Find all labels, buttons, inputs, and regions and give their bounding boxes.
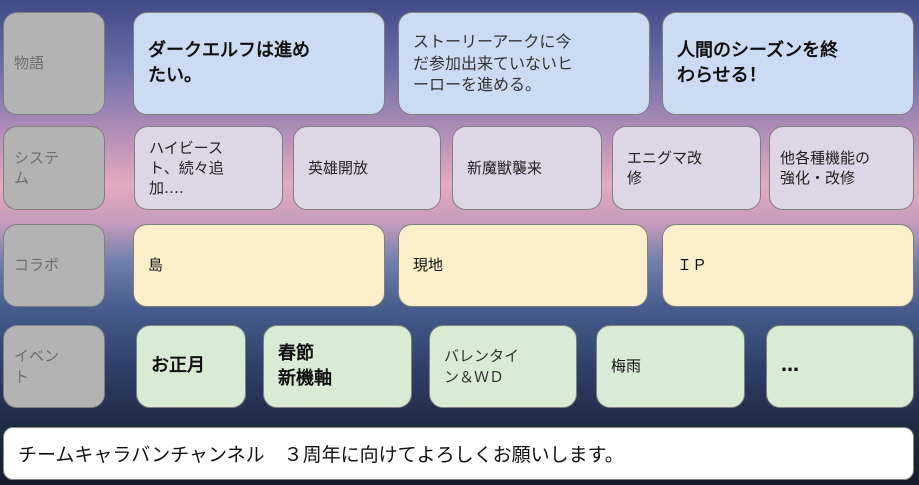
footer-text: チームキャラバンチャンネル ３周年に向けてよろしくお願いします。 [18, 444, 624, 466]
label-text: 物語 [14, 54, 45, 73]
card-text: 島 [148, 256, 164, 275]
card-text: ハイビース ト、続々追 加…. [149, 138, 224, 198]
story-card: ストーリーアークに今 だ参加出来ていないヒ ーローを進める。 [398, 12, 650, 115]
event-card: … [766, 325, 914, 408]
label-text: イベン ト [14, 347, 60, 386]
event-card: 春節 新機軸 [263, 325, 412, 408]
collab-card: ＩＰ [662, 224, 914, 307]
card-text: エニグマ改 修 [627, 148, 703, 187]
system-card: エニグマ改 修 [612, 126, 761, 210]
row-label-collab: コラボ [3, 224, 105, 307]
card-text: 現地 [413, 256, 444, 275]
label-text: システ ム [14, 148, 60, 187]
card-text: バレンタイ ン＆ＷＤ [444, 347, 520, 386]
card-text: お正月 [151, 355, 205, 377]
label-text: コラボ [14, 256, 60, 275]
story-card: 人間のシーズンを終 わらせる！ [662, 12, 914, 115]
footer-banner: チームキャラバンチャンネル ３周年に向けてよろしくお願いします。 [3, 427, 914, 480]
card-text: 梅雨 [611, 357, 642, 376]
card-text: ストーリーアークに今 だ参加出来ていないヒ ーローを進める。 [413, 32, 574, 95]
event-card: 梅雨 [596, 325, 745, 408]
collab-card: 島 [133, 224, 385, 307]
card-text: 英雄開放 [308, 158, 369, 177]
row-label-system: システ ム [3, 126, 105, 210]
system-card: 他各種機能の 強化・改修 [769, 126, 914, 210]
row-label-event: イベン ト [3, 325, 105, 408]
story-card: ダークエルフは進め たい。 [133, 12, 385, 115]
card-text: 新魔獣襲来 [467, 158, 543, 177]
card-text: ＩＰ [677, 256, 708, 275]
system-card: ハイビース ト、続々追 加…. [134, 126, 283, 210]
card-text: … [781, 355, 799, 377]
card-text: 春節 新機軸 [278, 343, 332, 389]
event-card: バレンタイ ン＆ＷＤ [429, 325, 577, 408]
card-text: ダークエルフは進め たい。 [148, 40, 310, 86]
card-text: 人間のシーズンを終 わらせる！ [677, 40, 839, 86]
system-card: 新魔獣襲来 [452, 126, 602, 210]
system-card: 英雄開放 [293, 126, 441, 210]
event-card: お正月 [136, 325, 246, 408]
collab-card: 現地 [398, 224, 648, 307]
card-text: 他各種機能の 強化・改修 [780, 148, 871, 187]
row-label-story: 物語 [3, 12, 105, 115]
